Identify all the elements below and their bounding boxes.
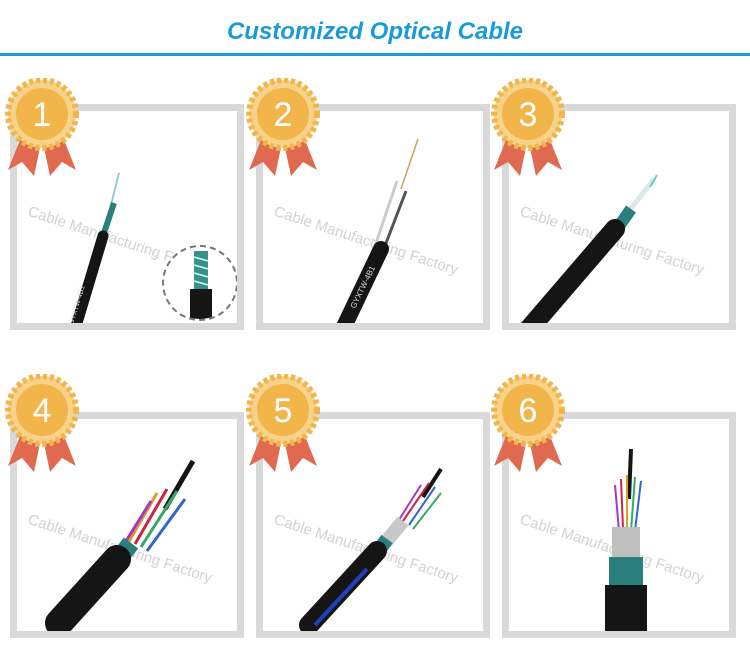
cable-image-2: GYXTW-4B1 <box>336 138 419 323</box>
cable-image-3 <box>521 174 658 323</box>
product-card-1[interactable]: Cable Manufacturing Factory GYXTW-4B1 <box>10 104 244 330</box>
cable-image-6 <box>605 448 647 631</box>
badge-number: 6 <box>518 392 538 430</box>
title-underline <box>0 53 750 56</box>
rank-badge-5: 5 <box>243 374 323 474</box>
cable-image-4 <box>45 459 196 631</box>
cable-image-5 <box>299 467 443 631</box>
badge-number: 3 <box>518 96 538 134</box>
badge-number: 4 <box>32 392 52 430</box>
rank-badge-1: 1 <box>2 78 82 178</box>
product-card-2[interactable]: Cable Manufacturing Factory GYXTW-4B1 <box>256 104 490 330</box>
rank-badge-6: 6 <box>488 374 568 474</box>
badge-number: 5 <box>273 392 293 430</box>
badge-number: 1 <box>32 96 52 134</box>
rank-badge-2: 2 <box>243 78 323 178</box>
product-card-5[interactable]: Cable Manufacturing Factory <box>256 412 490 638</box>
cable-cross-section-inset <box>162 245 237 321</box>
badge-number: 2 <box>273 96 293 134</box>
product-card-4[interactable]: Cable Manufacturing Factory <box>10 412 244 638</box>
cable-image-1: GYXTW-4B1 <box>68 172 120 323</box>
page-title: Customized Optical Cable <box>226 18 524 45</box>
rank-badge-4: 4 <box>2 374 82 474</box>
rank-badge-3: 3 <box>488 78 568 178</box>
